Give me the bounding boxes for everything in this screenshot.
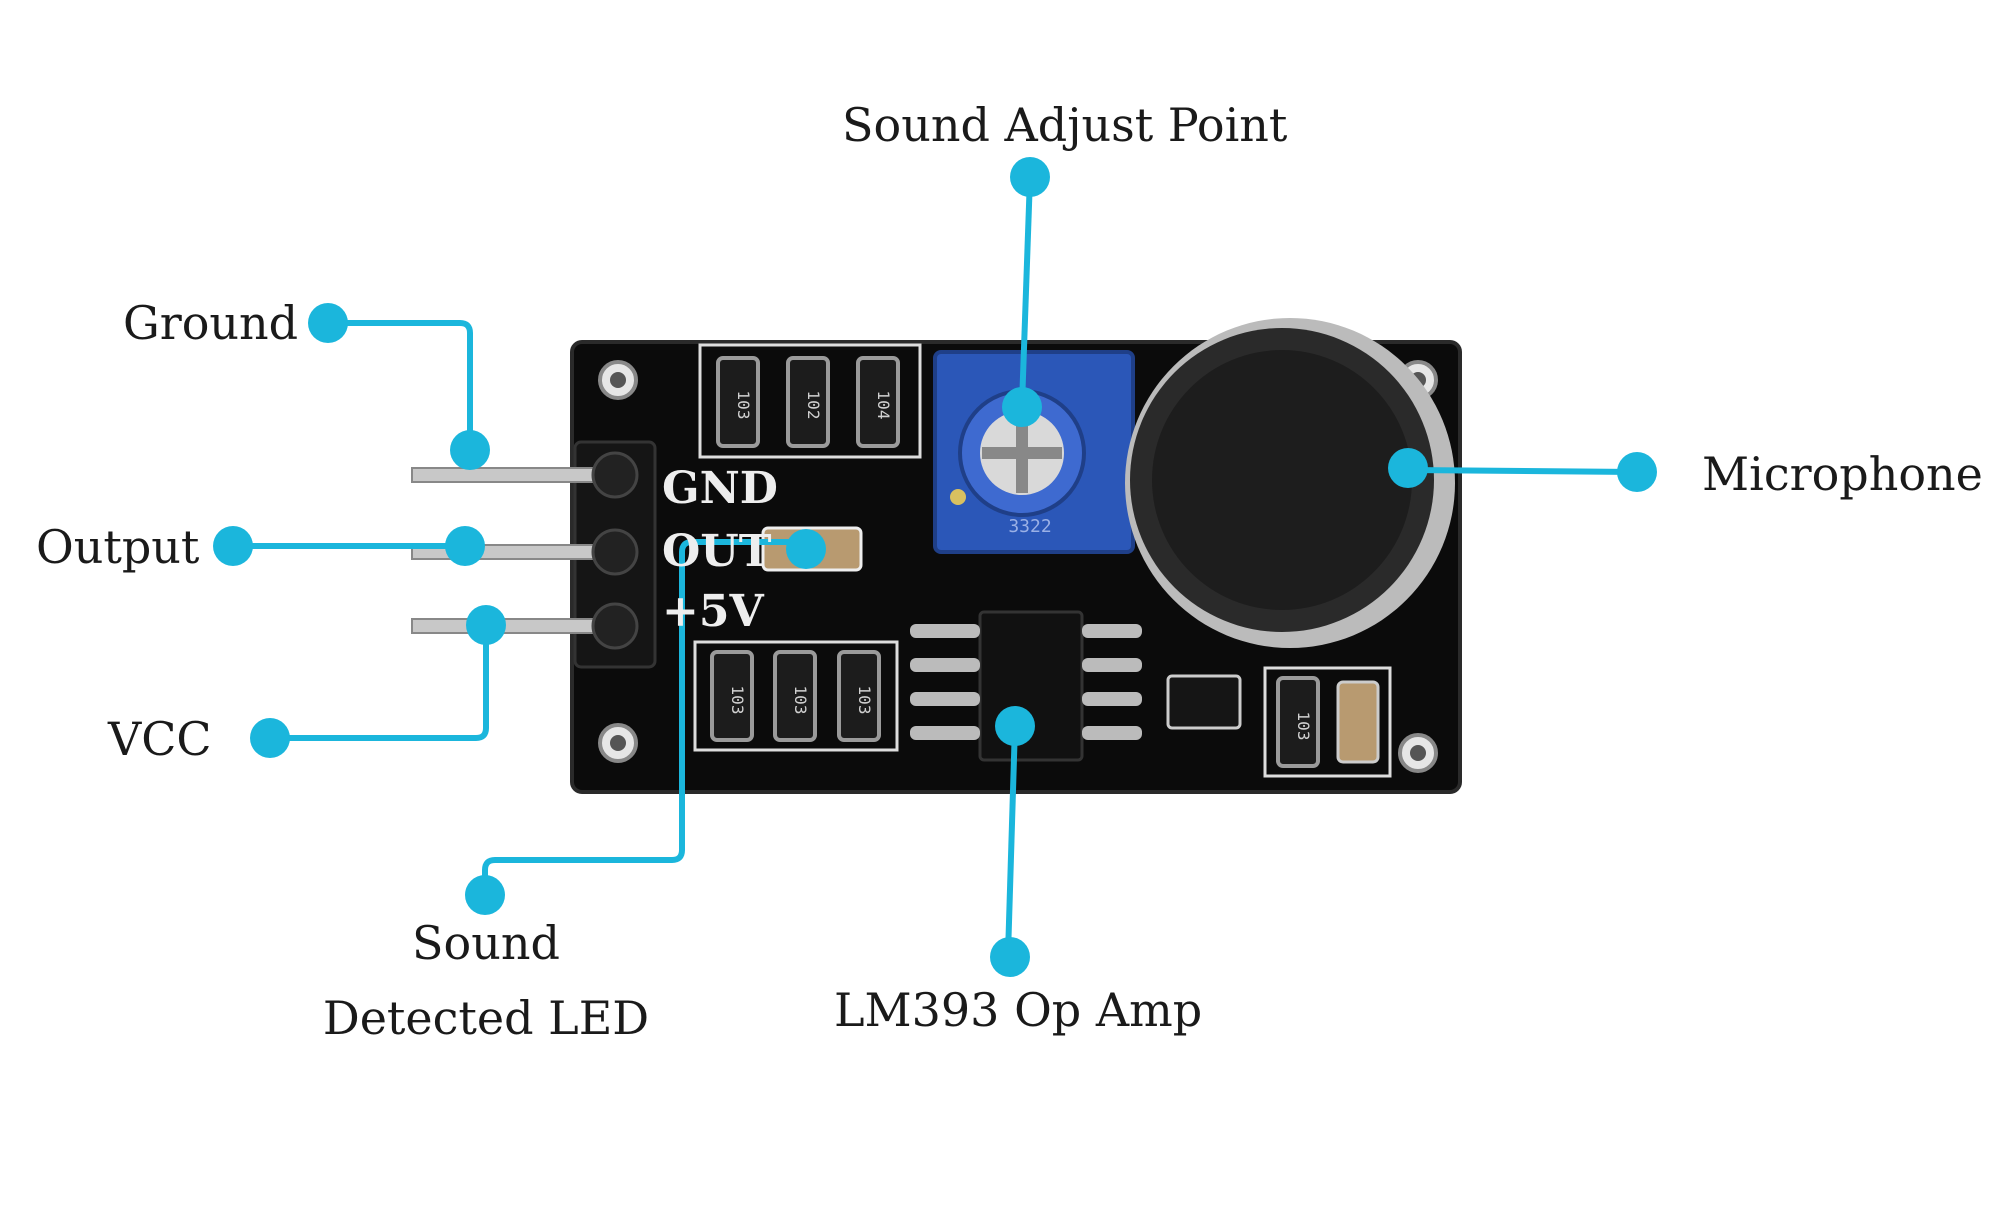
led-line <box>482 539 806 893</box>
ground-dot <box>308 303 348 343</box>
led-target-dot <box>786 529 826 569</box>
resistor-group-top <box>698 343 922 459</box>
resistor <box>856 356 900 448</box>
vcc-target-dot <box>466 605 506 645</box>
capacitor <box>1336 680 1380 764</box>
output-dot <box>213 526 253 566</box>
label-sound-detected-led-line1: Sound <box>412 916 560 970</box>
ground-line <box>328 320 473 448</box>
microphone-line <box>1409 467 1637 475</box>
lm393-target-dot <box>995 706 1035 746</box>
label-ground: Ground <box>123 296 299 350</box>
resistor-code: 102 <box>804 391 823 420</box>
silk-out: OUT <box>662 526 772 577</box>
sound-adjust-dot <box>1010 157 1050 197</box>
resistor <box>710 650 754 742</box>
resistor-code: 103 <box>1294 712 1313 741</box>
microphone-capsule <box>1125 318 1455 648</box>
vcc-line <box>270 625 489 741</box>
microphone-target-dot <box>1388 448 1428 488</box>
ground-target-dot <box>450 430 490 470</box>
resistor-code: 103 <box>728 686 747 715</box>
resistor-code: 103 <box>855 686 874 715</box>
resistor-code: 103 <box>734 391 753 420</box>
sound-adjust-target-dot <box>1002 387 1042 427</box>
resistor-group-right <box>1263 666 1392 778</box>
smd-transistor <box>1166 674 1242 730</box>
silk-5v: +5V <box>662 586 764 637</box>
resistor-group-bottom <box>693 640 899 752</box>
resistor <box>773 650 817 742</box>
vcc-dot <box>250 718 290 758</box>
label-lm393-op-amp: LM393 Op Amp <box>834 983 1203 1037</box>
resistor <box>716 356 760 448</box>
lm393-dot <box>990 937 1030 977</box>
resistor-code: 104 <box>874 391 893 420</box>
label-microphone: Microphone <box>1702 447 1983 501</box>
potentiometer <box>933 350 1135 554</box>
microphone-dot <box>1617 452 1657 492</box>
resistor <box>1276 676 1320 768</box>
sound-adjust-line <box>1019 176 1033 406</box>
resistor <box>786 356 830 448</box>
pot-code: 3322 <box>1008 516 1051 537</box>
led-dot <box>465 875 505 915</box>
label-sound-adjust-point: Sound Adjust Point <box>842 98 1288 152</box>
resistor-code: 103 <box>791 686 810 715</box>
resistor <box>837 650 881 742</box>
output-target-dot <box>445 526 485 566</box>
callout-lines <box>232 176 1637 956</box>
silk-gnd: GND <box>662 463 778 514</box>
label-vcc: VCC <box>108 712 212 766</box>
lm393-line <box>1005 724 1018 956</box>
label-output: Output <box>36 520 200 574</box>
label-sound-detected-led-line2: Detected LED <box>322 991 650 1045</box>
callout-dots <box>213 157 1657 977</box>
